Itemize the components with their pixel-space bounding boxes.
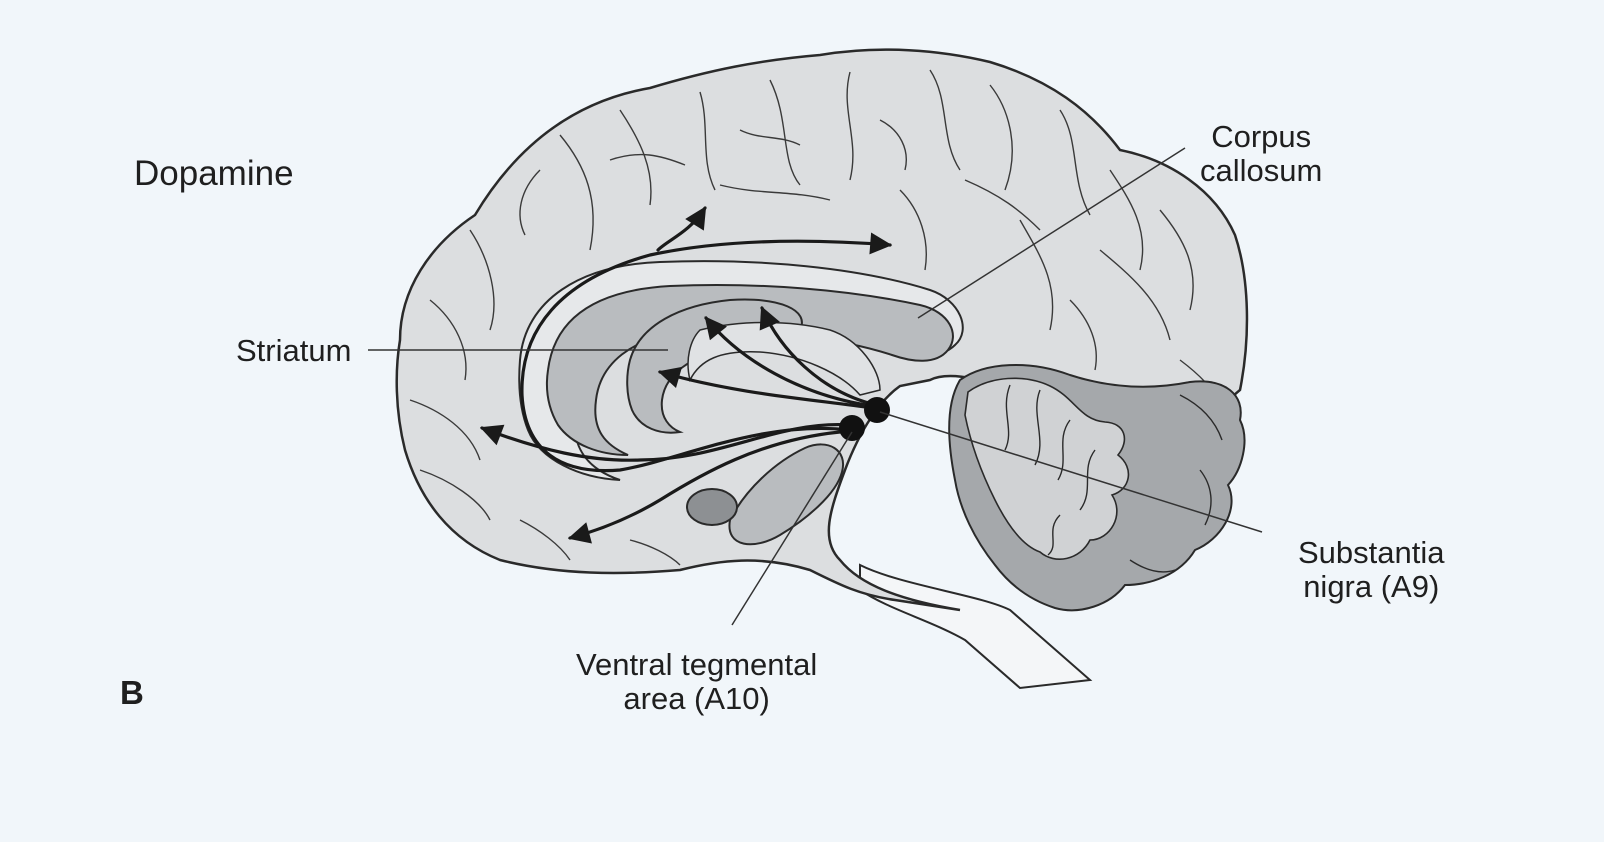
figure-title: Dopamine [134, 154, 294, 194]
label-ventral-tegmental-area: Ventral tegmental area (A10) [576, 648, 817, 716]
amygdala [687, 489, 737, 525]
label-substantia-nigra: Substantia nigra (A9) [1298, 536, 1445, 604]
label-striatum: Striatum [236, 334, 351, 368]
ventral-tegmental-area-nucleus [839, 415, 865, 441]
label-corpus-callosum: Corpus callosum [1200, 120, 1322, 188]
substantia-nigra-nucleus [864, 397, 890, 423]
panel-letter: B [120, 674, 144, 712]
